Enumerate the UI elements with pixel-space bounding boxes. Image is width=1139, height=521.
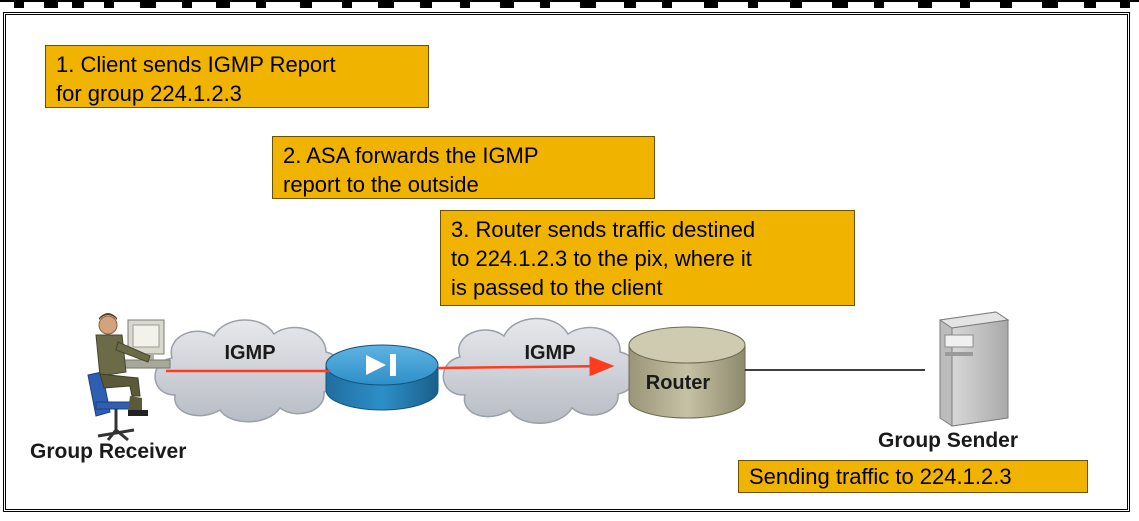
left-cloud-label: IGMP	[224, 342, 275, 364]
router-label: Router	[646, 372, 711, 394]
sending-traffic-label: Sending traffic to 224.1.2.3	[738, 460, 1088, 493]
group-sender-label: Group Sender	[878, 429, 1019, 452]
callout-step-1: 1. Client sends IGMP Report for group 22…	[45, 45, 429, 108]
right-cloud-label: IGMP	[524, 342, 575, 364]
router-icon: Router	[628, 326, 746, 419]
person-at-computer-icon	[87, 313, 171, 442]
arrow-right-segment	[437, 356, 615, 377]
group-receiver-label: Group Receiver	[30, 440, 187, 463]
callout-step-3: 3. Router sends traffic destined to 224.…	[440, 210, 855, 306]
top-border-strip	[0, 0, 1139, 8]
right-cloud-icon: IGMP	[442, 317, 637, 424]
callout-step-2: 2. ASA forwards the IGMP report to the o…	[272, 136, 655, 199]
server-tower-icon	[938, 311, 1010, 427]
asa-firewall-icon	[325, 344, 439, 411]
